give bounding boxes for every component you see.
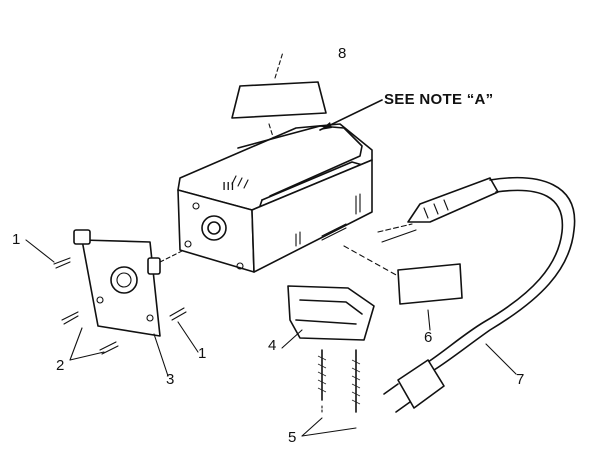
callout-7: 7	[516, 371, 524, 388]
power-cord-7	[377, 176, 576, 413]
callout-6: 6	[424, 329, 432, 346]
callout-5: 5	[288, 429, 296, 446]
note-a-callout: SEE NOTE “A”	[319, 91, 493, 131]
label-6	[343, 245, 463, 331]
screws-1-2	[25, 239, 199, 377]
motor-housing: ııı	[177, 123, 373, 273]
see-note-a: SEE NOTE “A”	[384, 91, 493, 108]
mounting-plate-3	[73, 229, 185, 337]
cover-bracket-4	[281, 285, 375, 349]
callout-4: 4	[268, 337, 276, 354]
callout-3: 3	[166, 371, 174, 388]
callout-2: 2	[56, 357, 64, 374]
callout-8: 8	[338, 45, 346, 62]
screws-5	[301, 349, 361, 437]
callout-1-lower: 1	[198, 345, 206, 362]
grille-marks: ııı	[222, 177, 235, 194]
callout-1-upper: 1	[12, 231, 20, 248]
